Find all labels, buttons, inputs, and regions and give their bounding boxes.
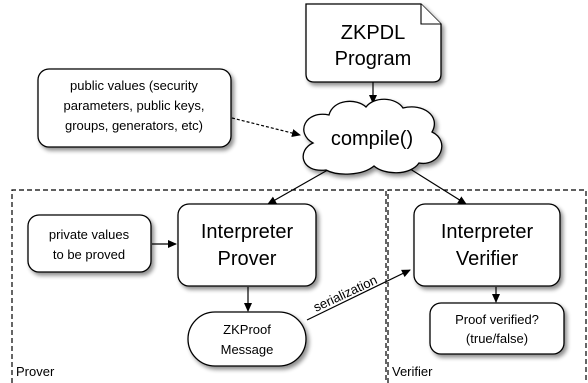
interpreter-prover-line2: Prover <box>218 248 277 270</box>
private-values-line1: private values <box>49 227 130 242</box>
compile-cloud-node: compile() <box>302 98 443 175</box>
compile-label: compile() <box>331 128 413 150</box>
public-values-line3: groups, generators, etc) <box>65 118 203 133</box>
proof-verified-line1: Proof verified? <box>455 312 539 327</box>
verifier-region-label: Verifier <box>392 364 433 379</box>
private-values-node: private values to be proved <box>27 214 152 273</box>
connectors <box>152 82 500 321</box>
public-values-line1: public values (security <box>70 78 198 93</box>
serialization-label: serialization <box>311 272 380 315</box>
public-values-line2: parameters, public keys, <box>64 98 205 113</box>
zkpdl-program-line2: Program <box>335 48 412 70</box>
interpreter-verifier-line1: Interpreter <box>441 221 534 243</box>
proof-verified-line2: (true/false) <box>466 331 528 346</box>
zkpdl-program-line1: ZKPDL <box>341 22 405 44</box>
interpreter-prover-node: Interpreter Prover <box>177 203 317 287</box>
zkproof-message-line2: Message <box>221 342 274 357</box>
proof-verified-node: Proof verified? (true/false) <box>429 302 565 355</box>
arrow-compile-to-verifier <box>406 166 467 205</box>
arrow-compile-to-prover <box>267 166 334 205</box>
arrow-message-to-verifier <box>306 269 411 321</box>
prover-region-label: Prover <box>16 364 55 379</box>
public-values-node: public values (security parameters, publ… <box>37 68 232 148</box>
arrow-public-values-to-compile <box>231 117 301 137</box>
prover-region: Prover <box>11 189 387 383</box>
interpreter-verifier-node: Interpreter Verifier <box>413 203 561 287</box>
interpreter-prover-line1: Interpreter <box>201 221 294 243</box>
zkproof-message-node: ZKProof Message <box>187 311 307 367</box>
zkpdl-program-node: ZKPDL Program <box>305 3 442 83</box>
verifier-region: Verifier <box>387 189 587 383</box>
private-values-line2: to be proved <box>53 247 125 262</box>
zkproof-message-line1: ZKProof <box>223 322 271 337</box>
interpreter-verifier-line2: Verifier <box>456 248 519 270</box>
